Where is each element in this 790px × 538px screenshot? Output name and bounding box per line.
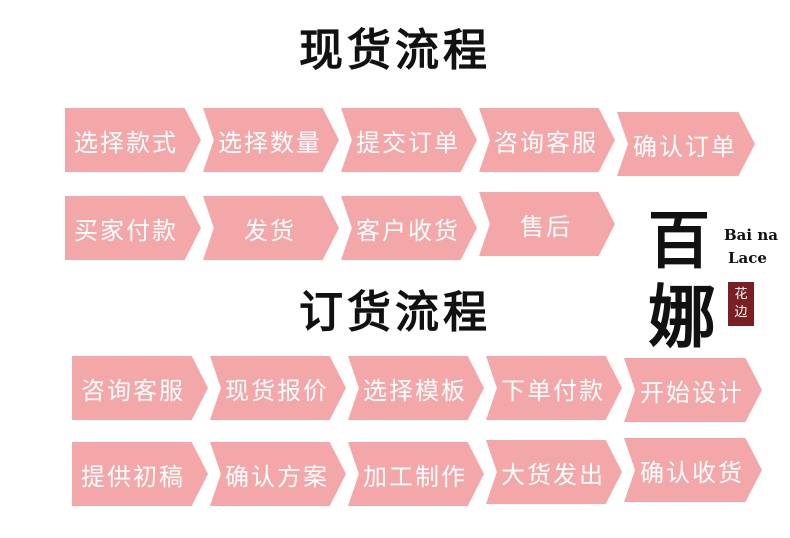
order-step-8: 加工制作 — [348, 442, 484, 506]
order-step-1: 咨询客服 — [72, 356, 208, 420]
logo-seal: 花 边 — [728, 282, 754, 326]
stock-step-4: 咨询客服 — [479, 108, 615, 172]
stock-step-3: 提交订单 — [341, 108, 477, 172]
order-step-4: 下单付款 — [486, 356, 622, 420]
stock-step-1: 选择款式 — [65, 108, 201, 172]
order-step-7: 确认方案 — [210, 442, 346, 506]
stock-step-2: 选择数量 — [203, 108, 339, 172]
logo-english-line1: Bai na — [724, 226, 778, 244]
order-step-3: 选择模板 — [348, 356, 484, 420]
stock-step-7: 发货 — [203, 196, 339, 260]
order-step-2: 现货报价 — [210, 356, 346, 420]
stock-step-6: 买家付款 — [65, 196, 201, 260]
logo-char-na: 娜 — [648, 278, 717, 358]
order-flow-title: 订货流程 — [299, 287, 491, 338]
stock-step-9: 售后 — [479, 192, 615, 256]
logo-char-bai: 百 — [648, 204, 711, 277]
order-step-5: 开始设计 — [624, 358, 762, 422]
seal-char-2: 边 — [734, 305, 748, 320]
order-step-9: 大货发出 — [486, 440, 622, 504]
order-step-6: 提供初稿 — [72, 442, 208, 506]
logo-english-line2: Lace — [728, 249, 767, 267]
seal-char-1: 花 — [734, 287, 748, 302]
stock-flow-title: 现货流程 — [299, 25, 491, 76]
order-step-10: 确认收货 — [624, 438, 762, 502]
stock-step-5: 确认订单 — [617, 112, 755, 176]
stock-step-8: 客户收货 — [341, 196, 477, 260]
